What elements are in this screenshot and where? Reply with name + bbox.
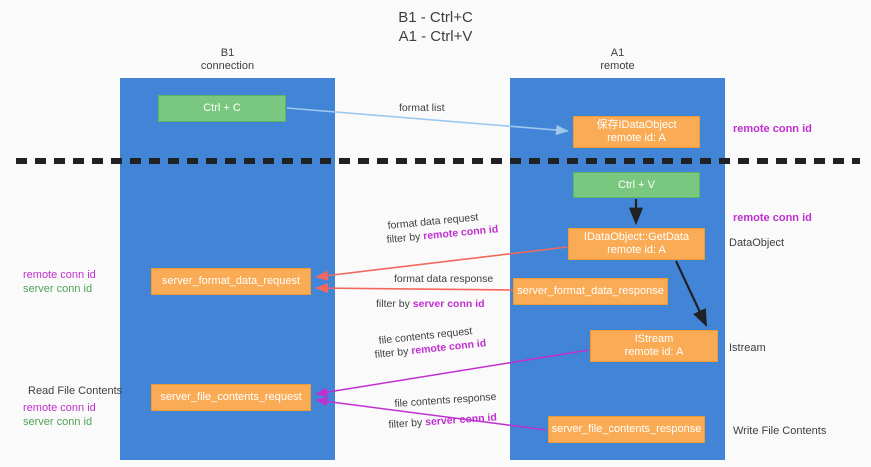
node-ctrl-c[interactable]: Ctrl + C [158,95,286,122]
node-server-file-contents-response-label: server_file_contents_response [551,423,702,435]
node-server-format-data-response-label: server_format_data_response [517,285,664,297]
filter-prefix: filter by [386,230,424,246]
side-label-left-server-conn-id-top: server conn id [23,283,93,295]
filter-prefix: filter by [376,298,413,310]
side-label-left-remote-conn-id-bottom: remote conn id [23,402,96,414]
side-label-right-write-file-contents: Write File Contents [733,425,827,437]
column-header-a1-role: remote [600,60,635,72]
side-label-left-read-file-contents: Read File Contents [28,385,123,397]
column-header-b1-role: connection [200,60,255,72]
node-server-format-data-response[interactable]: server_format_data_response [513,278,668,305]
filter-key-server-conn-id: server conn id [412,298,485,310]
node-idataobject-label: 保存IDataObject [596,119,677,131]
column-header-b1: B1 connection [120,47,335,73]
node-istream-sub: remote id: A [624,346,684,358]
edge-label-format-data-response-text: format data response [394,273,494,285]
side-label-left-conn-ids-top: remote conn id server conn id [23,268,96,296]
node-server-file-contents-request-label: server_file_contents_request [160,391,302,403]
side-label-left-remote-conn-id-top: remote conn id [23,269,96,281]
edge-label-format-list: format list [399,101,445,115]
node-server-file-contents-request[interactable]: server_file_contents_request [151,384,311,411]
filter-prefix: filter by [374,345,412,361]
node-istream-label: IStream [634,333,674,345]
side-label-right-dataobject: DataObject [729,237,785,249]
node-server-file-contents-response[interactable]: server_file_contents_response [548,416,705,443]
column-header-a1: A1 remote [510,47,725,73]
page-title: B1 - Ctrl+C A1 - Ctrl+V [0,8,871,46]
node-getdata-sub: remote id: A [607,244,666,256]
edge-label-file-contents-response-text: file contents response [394,390,497,410]
side-label-right-istream: Istream [729,342,766,354]
node-getdata[interactable]: IDataObject::GetData remote id: A [568,228,705,260]
node-istream[interactable]: IStream remote id: A [590,330,718,362]
side-label-right-remote-conn-id-top: remote conn id [733,123,812,135]
node-server-format-data-request-label: server_format_data_request [161,275,301,287]
column-header-b1-name: B1 [220,47,235,59]
column-header-a1-name: A1 [610,47,625,59]
node-getdata-label: IDataObject::GetData [583,231,690,243]
edge-label-format-data-response: format data response [394,272,493,286]
title-line-1: B1 - Ctrl+C [398,9,473,26]
node-idataobject[interactable]: 保存IDataObject remote id: A [573,116,700,148]
edge-label-format-list-text: format list [399,102,445,114]
filter-prefix: filter by [388,416,426,431]
node-ctrl-c-label: Ctrl + C [203,102,241,114]
edge-label-file-contents-response-filter: filter by server conn id [388,410,497,432]
node-ctrl-v-label: Ctrl + V [618,178,655,191]
filter-key-server-conn-id: server conn id [424,411,498,429]
node-ctrl-v[interactable]: Ctrl + V [573,172,700,198]
side-label-right-remote-conn-id-mid: remote conn id [733,212,812,224]
side-label-left-server-conn-id-bottom: server conn id [23,416,93,428]
node-server-format-data-request[interactable]: server_format_data_request [151,268,311,295]
edge-label-format-data-response-filter: filter by server conn id [376,297,485,311]
title-line-2: A1 - Ctrl+V [398,28,473,45]
node-idataobject-sub: remote id: A [607,132,666,144]
connector-format-data-response [315,283,512,294]
edge-label-file-contents-response: file contents response [394,390,497,411]
side-label-left-conn-ids-bottom: remote conn id server conn id [23,401,96,429]
